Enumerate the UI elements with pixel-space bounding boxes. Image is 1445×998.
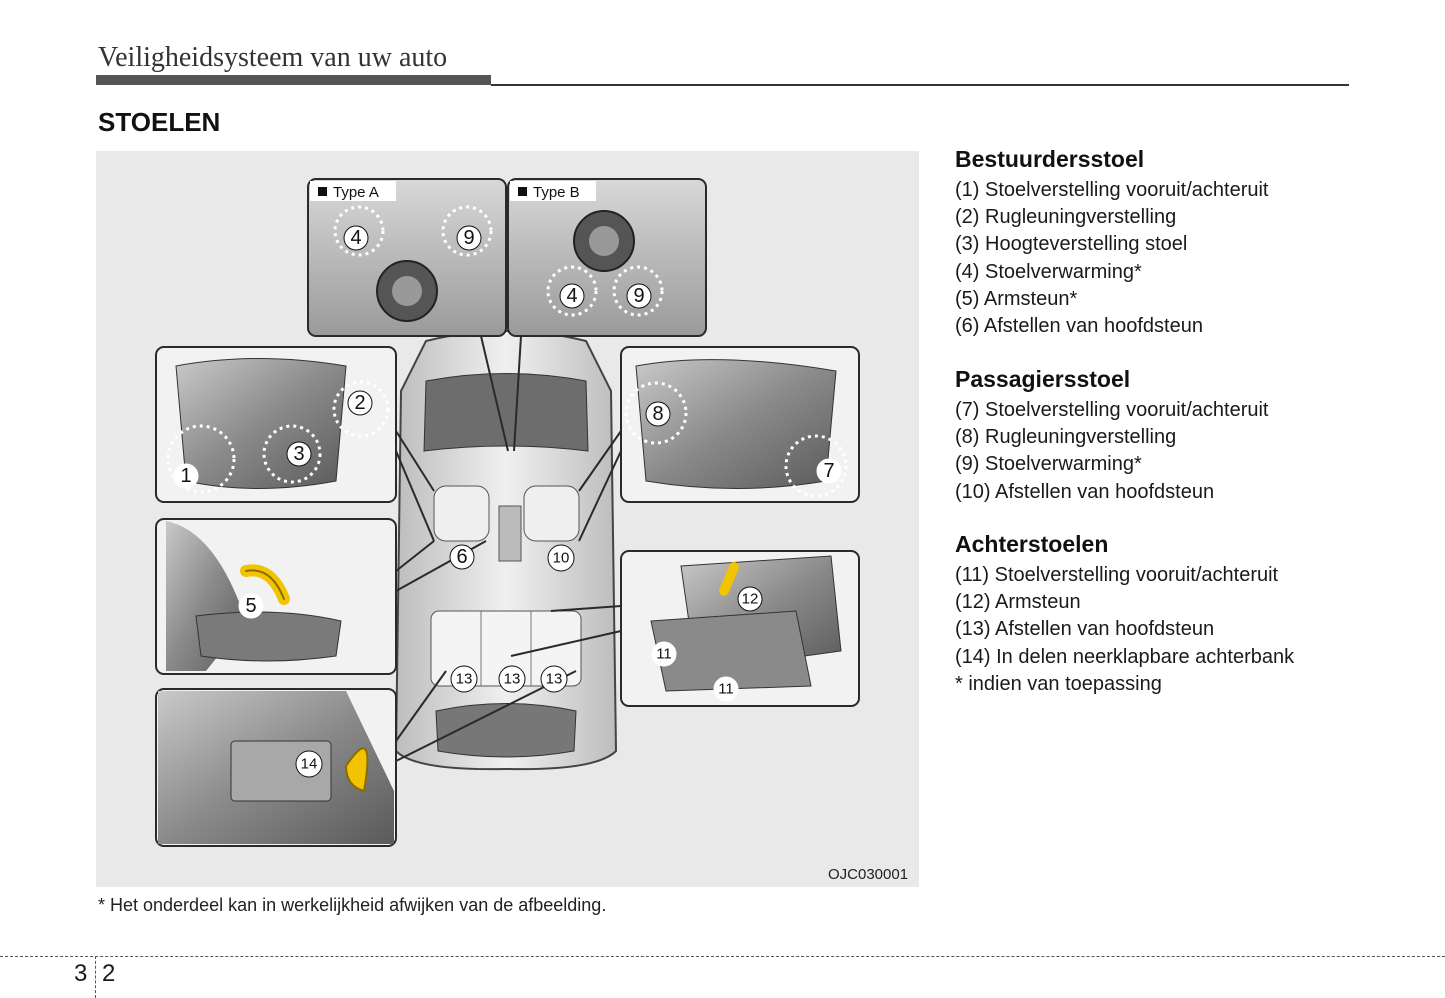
legend-note: * indien van toepassing (955, 672, 1162, 695)
svg-text:11: 11 (718, 681, 734, 698)
footnote: * Het onderdeel kan in werkelijkheid afw… (98, 895, 607, 915)
callout-1: 1 (173, 463, 199, 489)
legend-item-4: (4) Stoelverwarming* (955, 260, 1142, 283)
callout-14: 14 (295, 750, 323, 778)
legend-driver: Bestuurdersstoel (1) Stoelverstelling vo… (955, 146, 1268, 340)
svg-text:2: 2 (354, 392, 365, 414)
page-number: 2 (102, 960, 116, 987)
callout-4b: 4 (559, 283, 585, 309)
legend-passenger-title: Passagiersstoel (955, 366, 1131, 392)
svg-text:6: 6 (456, 546, 467, 568)
callout-2: 2 (347, 390, 373, 416)
svg-text:8: 8 (652, 403, 663, 425)
seat-diagram-illustration: Type A Type B (155, 178, 860, 847)
callout-4a: 4 (343, 225, 369, 251)
armrest-panel (155, 518, 397, 675)
svg-text:13: 13 (546, 671, 563, 688)
legend-item-2: (2) Rugleuningverstelling (955, 206, 1177, 229)
rear-bench-panel (620, 550, 860, 707)
svg-text:14: 14 (301, 756, 318, 773)
legend-item-12: (12) Armsteun (955, 591, 1081, 614)
passenger-seat-top (523, 485, 580, 542)
callout-7: 7 (816, 458, 842, 484)
folding-seat-panel (155, 688, 397, 847)
callout-11b: 11 (713, 676, 739, 702)
callout-10: 10 (547, 544, 575, 572)
chapter-title: Veiligheidsysteem van uw auto (98, 42, 448, 73)
driver-seat-top (433, 485, 490, 542)
svg-text:7: 7 (823, 460, 834, 482)
legend-passenger: Passagiersstoel (7) Stoelverstelling voo… (955, 366, 1268, 506)
legend-item-10: (10) Afstellen van hoofdsteun (955, 480, 1215, 503)
callout-5: 5 (238, 593, 264, 619)
legend-item-5: (5) Armsteun* (955, 287, 1078, 310)
section-title: STOELEN (98, 107, 221, 137)
svg-text:12: 12 (742, 591, 759, 608)
passenger-seat-panel (620, 346, 860, 503)
figure-code: OJC030001 (828, 866, 909, 883)
svg-text:9: 9 (633, 285, 644, 307)
svg-text:10: 10 (553, 550, 570, 567)
callout-13c: 13 (540, 665, 568, 693)
callout-3: 3 (286, 441, 312, 467)
seat-diagram: Type A Type B (96, 151, 919, 887)
page-chapter-number: 3 (74, 960, 88, 987)
legend-item-9: (9) Stoelverwarming* (955, 453, 1142, 476)
legend-item-11: (11) Stoelverstelling vooruit/achteruit (955, 564, 1279, 586)
legend-rear-title: Achterstoelen (955, 531, 1109, 557)
legend-item-13: (13) Afstellen van hoofdsteun (955, 618, 1215, 641)
svg-text:4: 4 (566, 285, 577, 307)
legend-rear: Achterstoelen (11) Stoelverstelling voor… (955, 531, 1294, 698)
type-a-label: Type A (333, 184, 379, 201)
climate-panel-type-a: Type A (307, 178, 507, 337)
svg-text:11: 11 (656, 646, 672, 663)
svg-text:1: 1 (180, 465, 191, 487)
legend-item-6: (6) Afstellen van hoofdsteun (955, 315, 1203, 338)
car-top-view (394, 330, 618, 771)
legend-item-14: (14) In delen neerklapbare achterbank (955, 645, 1295, 668)
callout-9a: 9 (456, 225, 482, 251)
svg-text:9: 9 (463, 227, 474, 249)
svg-text:5: 5 (245, 595, 256, 617)
climate-panel-type-b: Type B (507, 178, 707, 337)
legend-item-8: (8) Rugleuningverstelling (955, 426, 1177, 449)
legend-item-1: (1) Stoelverstelling vooruit/achteruit (955, 179, 1269, 201)
callout-13a: 13 (450, 665, 478, 693)
callout-6: 6 (449, 544, 475, 570)
callout-12: 12 (737, 586, 763, 612)
svg-text:13: 13 (504, 671, 521, 688)
svg-text:3: 3 (293, 443, 304, 465)
callout-13b: 13 (498, 665, 526, 693)
callout-9b: 9 (626, 283, 652, 309)
legend-item-3: (3) Hoogteverstelling stoel (955, 233, 1188, 256)
footer-rule (0, 956, 1445, 957)
callout-11a: 11 (651, 641, 677, 667)
legend-item-7: (7) Stoelverstelling vooruit/achteruit (955, 399, 1269, 421)
svg-text:13: 13 (456, 671, 473, 688)
header-rule (491, 84, 1349, 86)
legend-driver-title: Bestuurdersstoel (955, 146, 1145, 172)
callout-8: 8 (645, 401, 671, 427)
chapter-title-bar (96, 75, 491, 85)
page-number-divider (95, 956, 96, 998)
svg-text:4: 4 (350, 227, 361, 249)
type-b-label: Type B (533, 184, 580, 201)
